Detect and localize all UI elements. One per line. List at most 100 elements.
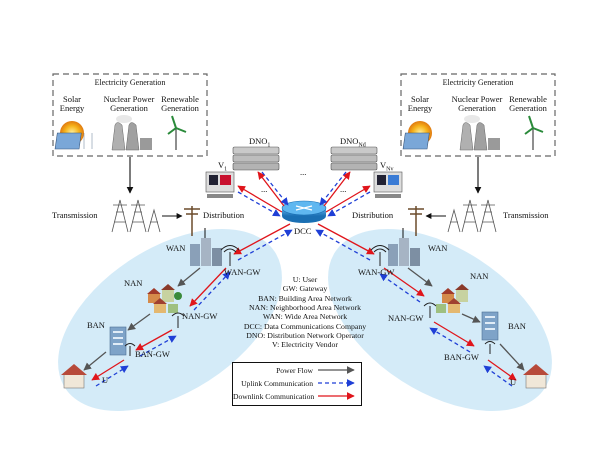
- right-ban-building-icon: [481, 311, 499, 341]
- left-gen-title: Electricity Generation: [94, 78, 166, 87]
- abbrev-ban: BAN: Building Area Network: [258, 293, 352, 303]
- right-solar-icon: [402, 121, 432, 150]
- right-nan-gw-label: NAN-GW: [388, 313, 424, 323]
- right-nan-gw-antenna-icon: [423, 302, 437, 318]
- left-renewable-label: Renewable Generation: [158, 95, 202, 113]
- right-nuclear-icon: [459, 115, 500, 151]
- dcc-label: DCC: [294, 226, 312, 236]
- left-wind-turbine-icon: [167, 115, 187, 150]
- abbreviation-list: U: User GW: Gateway BAN: Building Area N…: [225, 275, 385, 350]
- right-generation-box: [400, 73, 556, 157]
- right-transmission-label: Transmission: [503, 210, 549, 220]
- left-wan-label: WAN: [166, 243, 186, 253]
- ellipsis-top: ...: [300, 167, 307, 177]
- left-nan-gw-label: NAN-GW: [182, 311, 218, 321]
- left-wan-gw-label: WAN-GW: [224, 267, 261, 277]
- vendor-1-sub: 1: [224, 166, 228, 173]
- left-solar-label-line1: Solar: [63, 94, 81, 104]
- right-renewable-label-line2: Generation: [509, 102, 547, 113]
- right-wan-gw-antenna-icon: [370, 245, 390, 266]
- right-nan-label: NAN: [470, 271, 489, 281]
- vendor-1-terminal-icon: [205, 171, 235, 198]
- right-wan-label: WAN: [428, 243, 448, 253]
- left-transmission-tower-icon: [111, 199, 161, 233]
- abbrev-dno: DNO: Distribution Network Operator: [246, 331, 364, 341]
- dno-1-server-icon: [232, 146, 280, 171]
- right-transmission-tower-icon: [447, 199, 497, 233]
- right-user-house-icon: [523, 364, 549, 389]
- legend-box: Power Flow Uplink Communication Downlink…: [232, 362, 362, 406]
- right-wind-turbine-icon: [524, 115, 544, 150]
- right-gen-title: Electricity Generation: [442, 78, 514, 87]
- right-network-arrows: [379, 267, 525, 387]
- vendor-nv-sub: Nv: [386, 166, 394, 173]
- left-user-house-icon: [61, 364, 87, 389]
- left-distribution-pole-icon: [184, 206, 200, 236]
- legend-uplink-label: Uplink Communication: [241, 379, 313, 388]
- right-solar-label-line1: Solar: [411, 94, 429, 104]
- abbrev-nan: NAN: Neighborhood Area Network: [249, 303, 361, 313]
- left-nan-houses-icon: [147, 284, 182, 313]
- left-renewable-label-line1: Renewable: [161, 94, 199, 104]
- dno-1-sub: 1: [267, 142, 271, 149]
- vendor-nv-label: VNv: [380, 161, 393, 173]
- vendor-1-text: V: [218, 160, 225, 170]
- right-user-label: U: [510, 377, 517, 387]
- left-renewable-label-line2: Generation: [161, 102, 199, 113]
- legend-power-label: Power Flow: [276, 366, 313, 375]
- right-distribution-label: Distribution: [352, 210, 394, 220]
- comm-arrows-upper: [237, 171, 371, 217]
- dno-nd-label: DNONd: [340, 137, 366, 149]
- left-nan-gw-antenna-icon: [171, 312, 185, 328]
- dno-nd-server-icon: [330, 146, 378, 171]
- abbrev-dcc: DCC: Data Communications Company: [243, 321, 367, 331]
- dcc-router-icon: [281, 200, 327, 223]
- left-nuclear-icon: [111, 115, 152, 151]
- vendor-1-label: V1: [218, 161, 227, 173]
- right-wan-city-icon: [388, 238, 420, 266]
- left-distribution-label: Distribution: [203, 210, 245, 220]
- left-ban-gw-antenna-icon: [124, 343, 136, 356]
- ellipsis-left: ...: [261, 184, 268, 194]
- left-nuclear-label-line2: Generation: [110, 102, 148, 113]
- right-ban-gw-antenna-icon: [484, 341, 496, 354]
- left-nan-label: NAN: [124, 278, 143, 288]
- left-solar-icon: [54, 121, 93, 150]
- dno-nd-sub: Nd: [358, 142, 366, 149]
- left-user-label: U: [102, 375, 109, 385]
- left-nuclear-label-line1: Nuclear Power: [103, 94, 155, 104]
- right-ban-gw-label: BAN-GW: [444, 352, 479, 362]
- left-ban-gw-label: BAN-GW: [135, 349, 170, 359]
- left-wan-gw-antenna-icon: [220, 245, 240, 266]
- right-wan-gw-label: WAN-GW: [358, 267, 395, 277]
- left-ban-building-icon: [109, 326, 127, 356]
- left-nuclear-label: Nuclear Power Generation: [97, 95, 161, 113]
- right-solar-label: Solar Energy: [405, 95, 435, 113]
- left-solar-label: Solar Energy: [57, 95, 87, 113]
- right-nuclear-label: Nuclear Power Generation: [445, 95, 509, 113]
- left-ban-label: BAN: [87, 320, 105, 330]
- dno-nd-text: DNO: [340, 136, 359, 146]
- left-wan-city-icon: [190, 238, 222, 266]
- right-renewable-label: Renewable Generation: [506, 95, 550, 113]
- abbrev-u: U: User: [292, 275, 318, 284]
- legend-downlink-label: Downlink Communication: [233, 392, 315, 401]
- vendor-nv-text: V: [380, 160, 387, 170]
- abbrev-gw: GW: Gateway: [282, 284, 328, 294]
- right-nuclear-label-line2: Generation: [458, 102, 496, 113]
- left-generation-box: [52, 73, 208, 157]
- right-solar-label-line2: Energy: [407, 102, 433, 113]
- vendor-nv-terminal-icon: [373, 171, 403, 198]
- dno-1-text: DNO: [249, 136, 268, 146]
- left-network-arrows: [83, 267, 231, 387]
- right-ban-label: BAN: [508, 321, 526, 331]
- left-solar-label-line2: Energy: [59, 102, 85, 113]
- abbrev-wan: WAN: Wide Area Network: [262, 312, 348, 322]
- ellipsis-right: ...: [340, 184, 347, 194]
- right-nuclear-label-line1: Nuclear Power: [451, 94, 503, 104]
- right-distribution-pole-icon: [408, 206, 424, 236]
- abbrev-v: V: Electricity Vendor: [272, 340, 338, 350]
- left-transmission-label: Transmission: [52, 210, 98, 220]
- comm-arrows-dcc-wan: [233, 223, 375, 261]
